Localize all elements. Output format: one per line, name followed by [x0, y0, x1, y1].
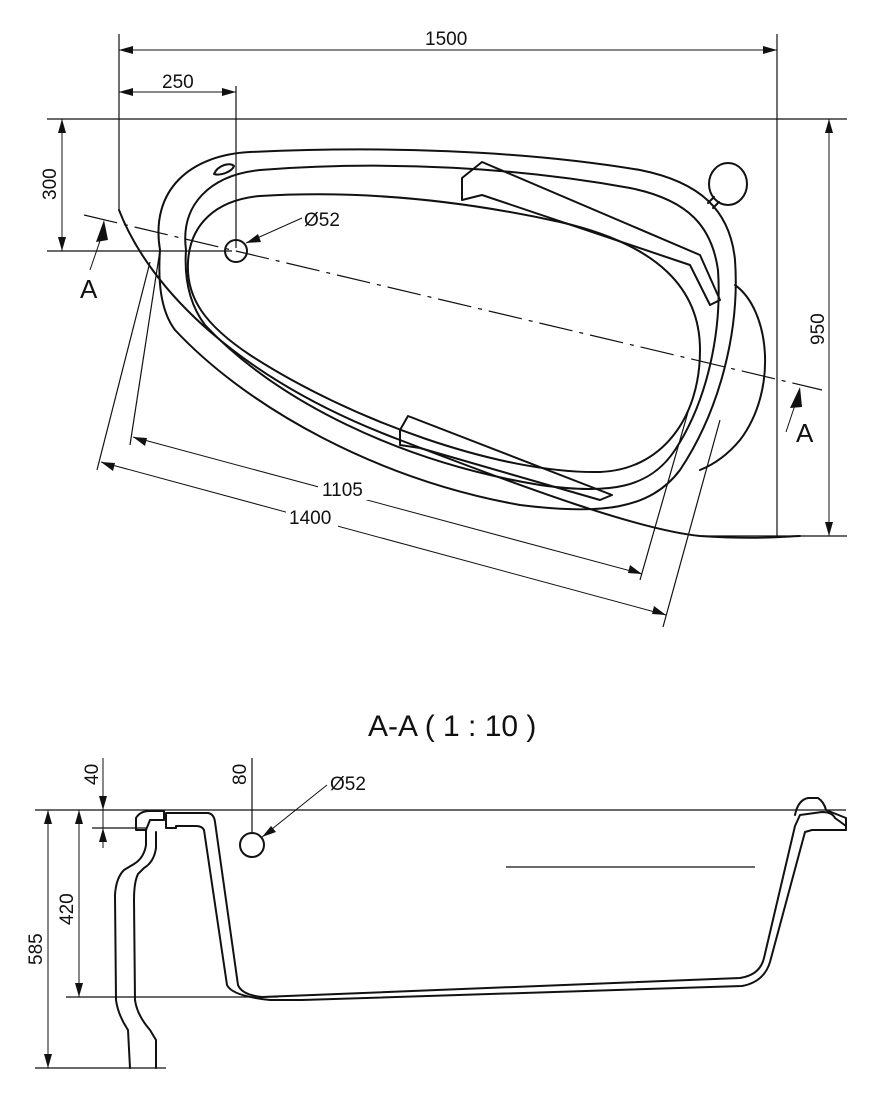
tub-inner-shell: [184, 164, 720, 491]
tub-outer-shell: [157, 148, 737, 511]
faucet-knob-icon: [707, 162, 748, 209]
dimension-line-1105: [132, 436, 643, 575]
side-apron-curve: [699, 284, 767, 471]
tub-wall-outer: [165, 811, 847, 1001]
tub-basin: [186, 193, 701, 474]
drain-circle: [224, 239, 248, 263]
section-view: A-A ( 1 : 10 ) Ø52 80 40 420: [26, 710, 847, 1069]
drain-diameter-label-section: Ø52: [330, 774, 366, 795]
section-mark-right: A: [796, 418, 814, 448]
rim-thickness-label: 40: [82, 764, 103, 785]
drain-circle-section: [239, 832, 265, 858]
total-height-label: 585: [26, 933, 47, 965]
section-title: A-A ( 1 : 10 ): [368, 710, 536, 743]
rim-lip: [135, 810, 165, 831]
headrest-block: [461, 161, 721, 306]
dimension-inner-label: 1105: [322, 480, 363, 501]
dimension-line-1400: [100, 461, 667, 616]
inner-height-label: 420: [57, 893, 78, 925]
section-arrow-right: [790, 387, 802, 408]
dimension-width-label: 1500: [425, 29, 467, 50]
section-mark-left: A: [80, 274, 98, 304]
plan-view: A A 1500 250 300 Ø52 950 1105: [40, 29, 847, 628]
drain-diameter-label: Ø52: [304, 210, 340, 231]
side-panel-profile-inner: [133, 831, 157, 1069]
dimension-height-label: 950: [808, 313, 829, 345]
section-arrow-left: [96, 220, 108, 242]
dimension-offset-label: 250: [162, 72, 194, 93]
rim-right-end: [794, 797, 847, 831]
side-panel-profile: [114, 829, 147, 1069]
dimension-depth-label: 300: [40, 168, 61, 200]
drain-offset-label: 80: [230, 764, 251, 785]
section-line-a-a: [83, 214, 823, 391]
dimension-outer-label: 1400: [289, 508, 331, 529]
armrest-block: [399, 415, 613, 501]
overflow-slot: [213, 163, 235, 176]
